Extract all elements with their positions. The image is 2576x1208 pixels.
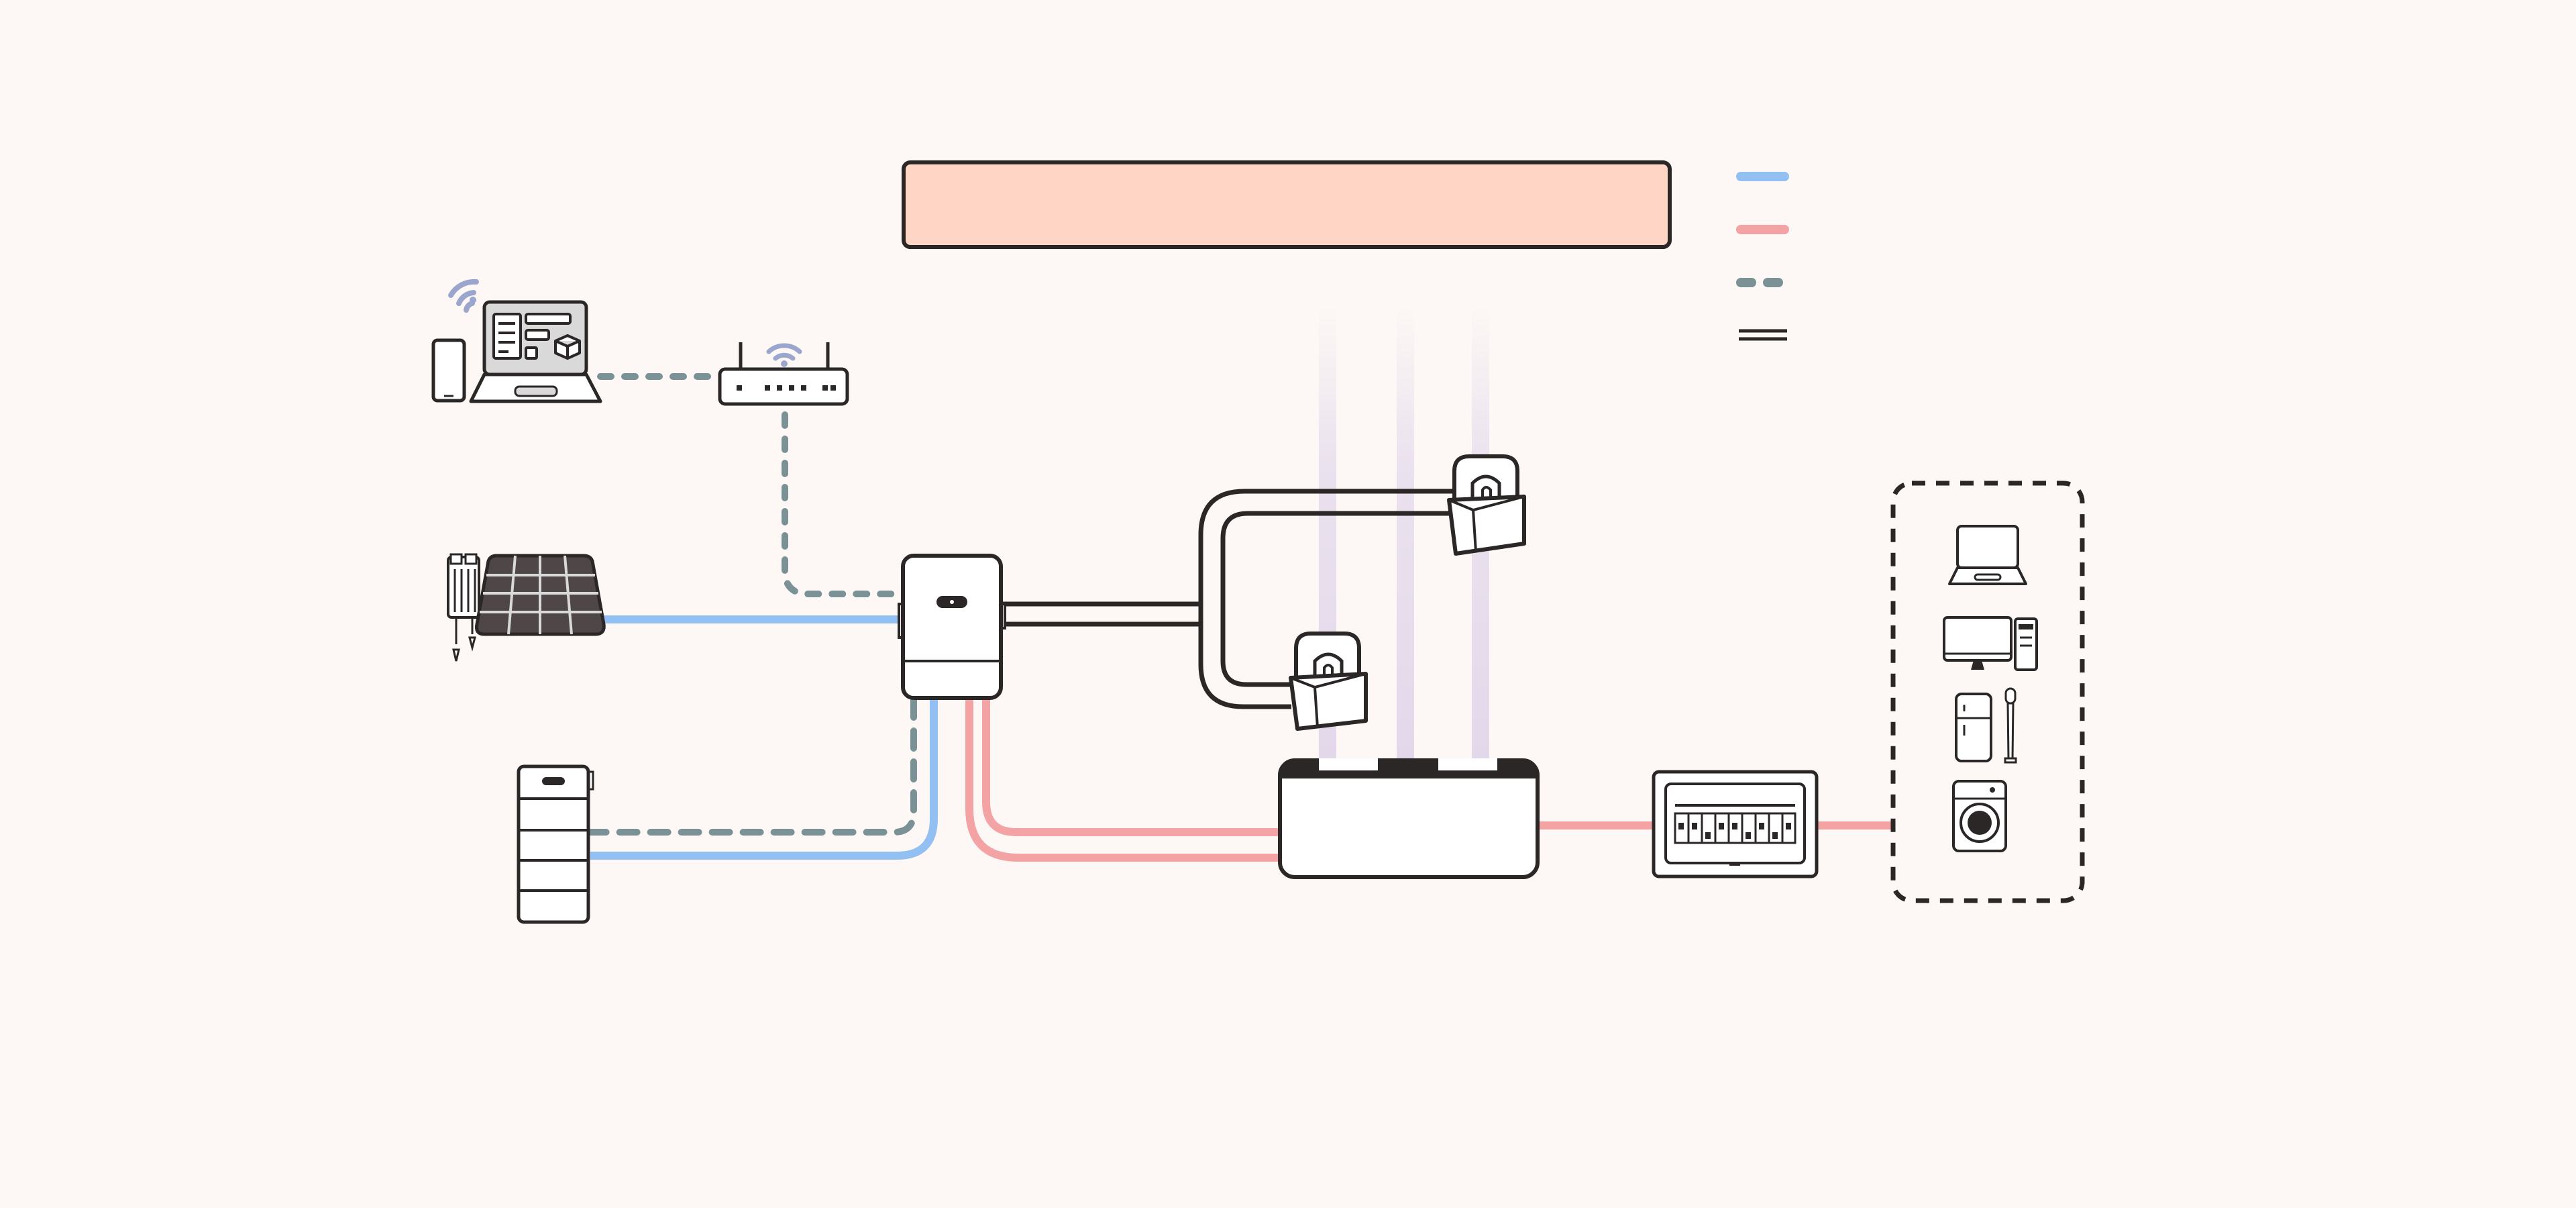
title-box (902, 160, 1672, 249)
battery-stack-icon (517, 764, 594, 924)
ct-clamp-upper (1447, 454, 1526, 556)
laptop-icon (1948, 525, 2027, 585)
laptop-phone-icon (469, 300, 602, 403)
phone-icon (431, 338, 466, 403)
ac-line-inverter-meter-b (982, 698, 1280, 836)
dc-line-inverter-battery (590, 700, 938, 860)
hybrid-inverter-icon (898, 554, 1006, 700)
washing-machine-icon (1952, 780, 2007, 852)
fridge-icon (1955, 693, 1992, 762)
ac-line-inverter-meter-a (965, 698, 1280, 862)
wifi-router-icon (718, 342, 849, 406)
monitoring-devices (431, 279, 602, 403)
ct-cables (1002, 489, 1457, 709)
solar-panel-icon (447, 553, 606, 662)
ct-clamp-icon (1289, 454, 1526, 731)
laptop-wifi-icon (448, 279, 479, 313)
comm-line-router-inverter (782, 411, 904, 597)
comm-line-inverter-battery (587, 697, 917, 836)
electric-toothbrush-icon (2004, 687, 2017, 764)
desktop-pc-icon (1943, 616, 2038, 671)
glow-column-center (1397, 305, 1414, 762)
ct-clamp-lower (1289, 632, 1368, 731)
breaker-panel-icon (1652, 770, 1819, 878)
legend (1736, 172, 1789, 341)
smart-meter-icon (1278, 758, 1540, 879)
loads-group (1890, 481, 2085, 903)
